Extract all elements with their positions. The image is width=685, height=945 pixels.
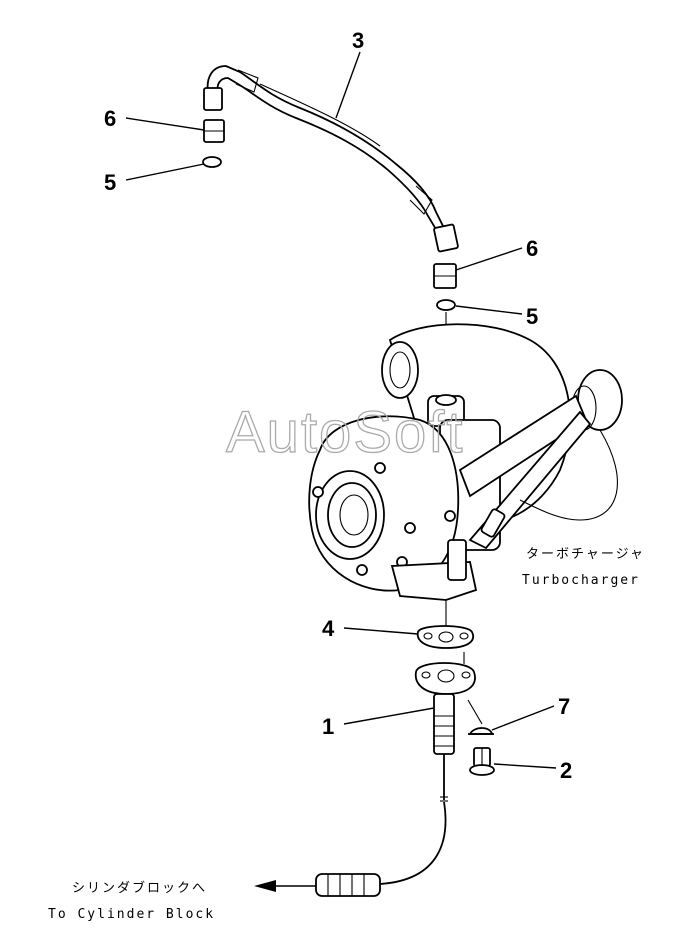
callout-7: 7 xyxy=(558,694,570,719)
callout-6-right: 6 xyxy=(526,236,538,261)
cylinder-block-label-en: To Cylinder Block xyxy=(48,907,215,922)
cylinder-block-label-jp: シリンダブロックへ xyxy=(72,880,207,896)
callout-5-upper: 5 xyxy=(104,170,116,195)
turbocharger-label-en: Turbocharger xyxy=(522,573,640,588)
turbocharger-label-jp: ターボチャージャ xyxy=(526,547,645,562)
callout-4: 4 xyxy=(322,616,335,641)
drain-hose-end xyxy=(315,873,381,897)
callout-5-right: 5 xyxy=(526,304,538,329)
washer xyxy=(468,727,494,735)
union-nut-right xyxy=(433,263,457,289)
o-ring-upper xyxy=(202,156,222,168)
watermark-text: AutoSoft xyxy=(226,400,464,465)
turbocharger xyxy=(308,323,623,601)
callout-6-upper: 6 xyxy=(104,106,116,131)
wastegate-actuator xyxy=(447,369,623,581)
callout-1: 1 xyxy=(322,714,334,739)
gasket xyxy=(416,625,474,649)
o-ring-right xyxy=(436,299,456,311)
drain-pipe xyxy=(315,662,476,897)
bolt xyxy=(469,747,495,776)
callout-3: 3 xyxy=(352,28,364,53)
leader-lines xyxy=(125,51,557,769)
callout-2: 2 xyxy=(560,758,572,783)
oil-pipe xyxy=(203,65,459,253)
to-cylinder-block-arrow xyxy=(254,880,316,892)
union-nut-upper xyxy=(203,119,225,143)
